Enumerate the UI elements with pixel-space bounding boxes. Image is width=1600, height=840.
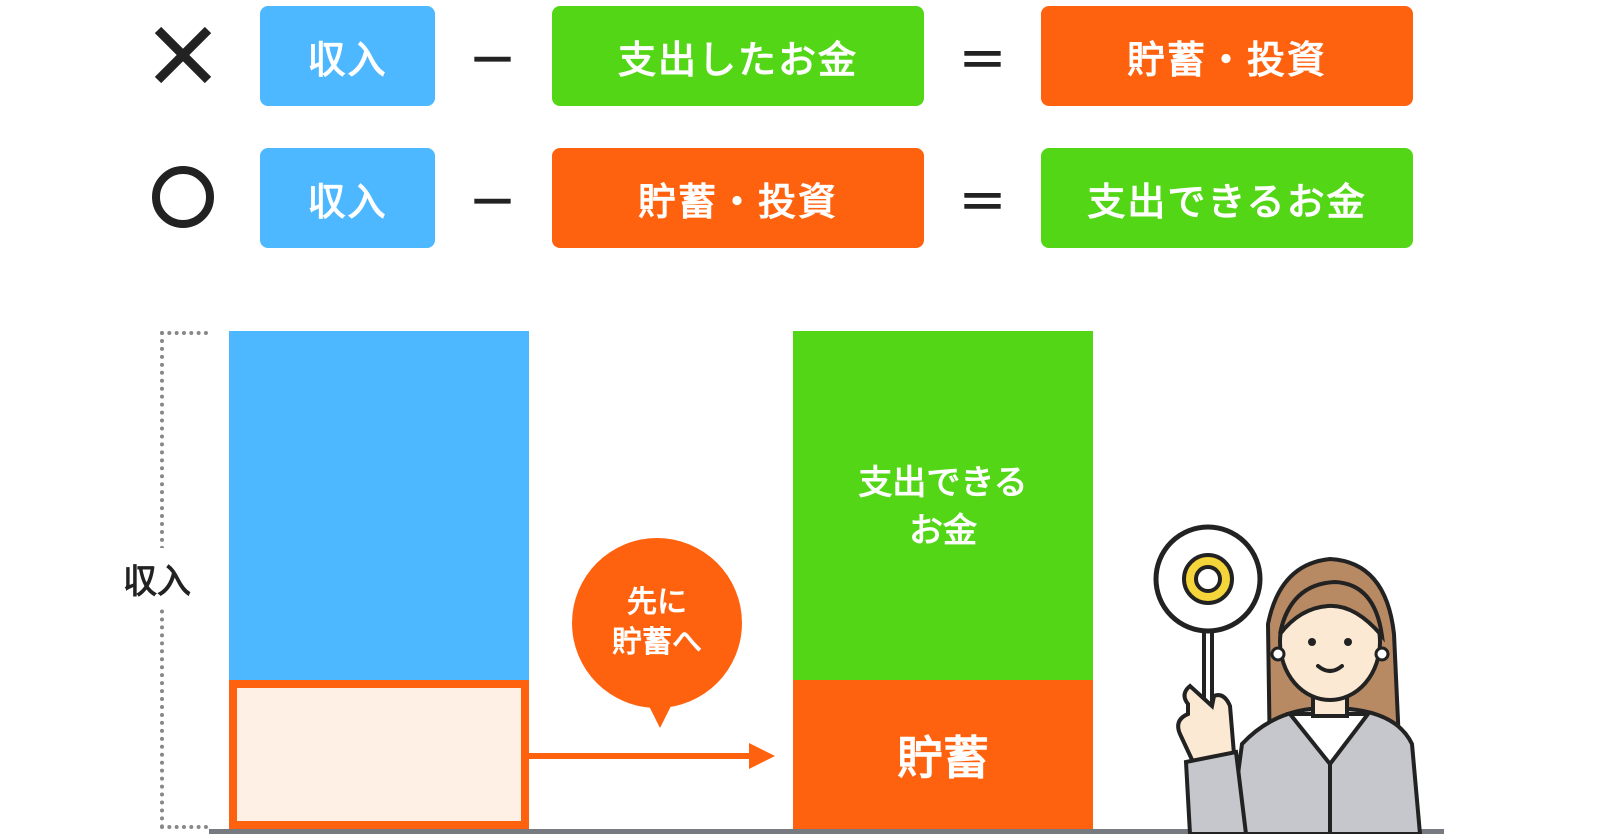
income-box: 収入 xyxy=(260,6,435,106)
spendable-label: 支出できる お金 xyxy=(858,463,1028,551)
baseline xyxy=(209,829,1444,834)
equals-sign: ＝ xyxy=(958,33,1007,89)
savings-portion xyxy=(229,680,529,829)
minus-sign: － xyxy=(468,175,517,231)
save-first-bubble: 先に 貯蓄へ xyxy=(572,538,742,708)
savings-box: 貯蓄・投資 xyxy=(1041,6,1413,106)
businesswoman-holding-circle-sign-icon xyxy=(1150,524,1450,836)
savings-bar xyxy=(793,680,1093,829)
bubble-tail xyxy=(648,704,672,728)
savings-box: 貯蓄・投資 xyxy=(552,148,924,248)
income-box: 収入 xyxy=(260,148,435,248)
spent-money-box: 支出したお金 xyxy=(552,6,924,106)
savings-label: 貯蓄 xyxy=(897,731,989,785)
minus-sign: － xyxy=(468,33,517,89)
correct-mark-icon xyxy=(150,164,216,230)
equals-sign: ＝ xyxy=(958,175,1007,231)
wrong-mark-icon xyxy=(150,22,216,88)
spendable-bar xyxy=(793,331,1093,680)
spendable-money-box: 支出できるお金 xyxy=(1041,148,1413,248)
income-axis-label: 収入 xyxy=(123,548,191,609)
transfer-arrow-icon xyxy=(527,738,777,774)
income-bar xyxy=(229,331,529,680)
